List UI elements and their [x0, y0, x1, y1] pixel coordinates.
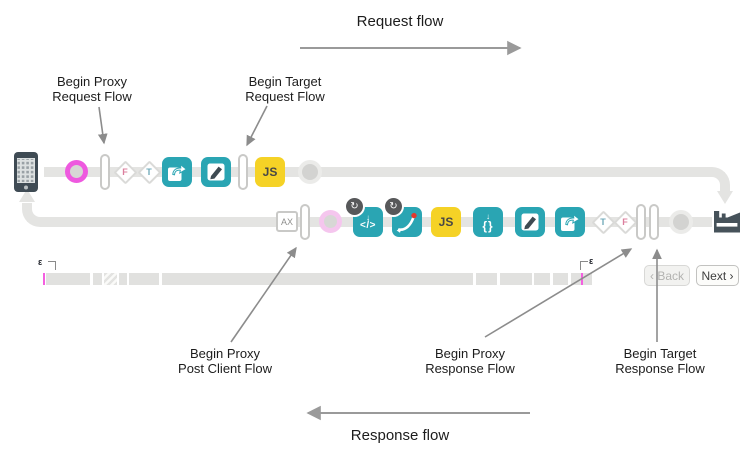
request-flow-line [44, 167, 650, 177]
timeline-segment[interactable] [583, 273, 592, 285]
label-begin-proxy-response-flow: Begin Proxy Response Flow [425, 346, 515, 376]
label-begin-proxy-request-flow: Begin Proxy Request Flow [52, 74, 132, 104]
timeline-segment[interactable] [129, 273, 159, 285]
response-flow-title: Response flow [350, 427, 450, 444]
timeline-segment[interactable] [534, 273, 550, 285]
begin-target-request-flow-bar[interactable] [238, 154, 248, 190]
client-phone-icon[interactable] [12, 152, 40, 197]
timeline-segment[interactable] [476, 273, 497, 285]
timeline-tick[interactable] [43, 273, 45, 285]
request-flow-curve [642, 167, 730, 193]
response-step-node[interactable] [669, 210, 693, 234]
request-step-node[interactable] [298, 160, 322, 184]
down-arrow-icon: ↓ [366, 212, 370, 222]
proxy-endpoint-node[interactable] [65, 160, 88, 183]
condition-true-diamond[interactable]: T [590, 209, 616, 235]
assign-message-policy-icon[interactable] [162, 157, 192, 187]
arrow-begin-proxy-request [97, 106, 108, 145]
analytics-step-box[interactable]: AX [276, 211, 298, 232]
clip-bracket-left-icon [48, 261, 56, 270]
timeline-segment[interactable] [93, 273, 102, 285]
javascript-policy-icon[interactable]: JS [255, 157, 285, 187]
edit-message-policy-icon[interactable] [515, 207, 545, 237]
timeline-segment[interactable] [119, 273, 127, 285]
arrow-begin-target-request [246, 105, 268, 147]
target-factory-icon[interactable] [713, 207, 741, 238]
condition-false-diamond[interactable]: F [612, 209, 638, 235]
timeline-segment[interactable] [553, 273, 568, 285]
assign-message-policy-icon[interactable] [555, 207, 585, 237]
iteration-badge-icon: ↻ [385, 198, 402, 215]
iteration-badge-icon: ↻ [346, 198, 363, 215]
response-flow-curve [22, 203, 48, 227]
timeline-track[interactable] [0, 273, 755, 285]
condition-false-diamond[interactable]: F [112, 159, 138, 185]
label-begin-target-response-flow: Begin Target Response Flow [615, 346, 705, 376]
timeline-segment[interactable] [500, 273, 532, 285]
timeline-segment-hatched[interactable] [104, 273, 117, 285]
next-button[interactable]: Next › [696, 265, 739, 286]
request-flow-arrowhead-icon [717, 191, 733, 204]
json-policy-icon[interactable]: ↓ {} [473, 207, 503, 237]
post-client-endpoint-node[interactable] [319, 210, 342, 233]
label-begin-target-request-flow: Begin Target Request Flow [245, 74, 325, 104]
arrow-begin-proxy-response [484, 248, 633, 338]
down-arrow-icon: ↓ [486, 211, 490, 221]
timeline-segment[interactable] [46, 273, 90, 285]
javascript-policy-icon[interactable]: JS [431, 207, 461, 237]
timeline-segment[interactable] [571, 273, 581, 285]
timeline-segment[interactable] [162, 273, 473, 285]
begin-proxy-post-client-flow-bar[interactable] [300, 204, 310, 240]
begin-proxy-request-flow-bar[interactable] [100, 154, 110, 190]
response-flow-arrowhead-icon [19, 189, 35, 202]
edit-message-policy-icon[interactable] [201, 157, 231, 187]
request-flow-title: Request flow [356, 13, 444, 30]
epsilon-right-marker: ε [589, 256, 594, 266]
epsilon-left-marker: ε [38, 257, 43, 267]
clip-bracket-right-icon [580, 261, 588, 270]
begin-target-response-flow-bar[interactable] [649, 204, 659, 240]
timeline-tick[interactable] [581, 273, 583, 285]
condition-true-diamond[interactable]: T [136, 159, 162, 185]
arrow-begin-proxy-post-client [230, 246, 297, 343]
begin-proxy-response-flow-bar[interactable] [636, 204, 646, 240]
label-begin-proxy-post-client-flow: Begin Proxy Post Client Flow [178, 346, 272, 376]
back-button[interactable]: ‹ Back [644, 265, 690, 286]
